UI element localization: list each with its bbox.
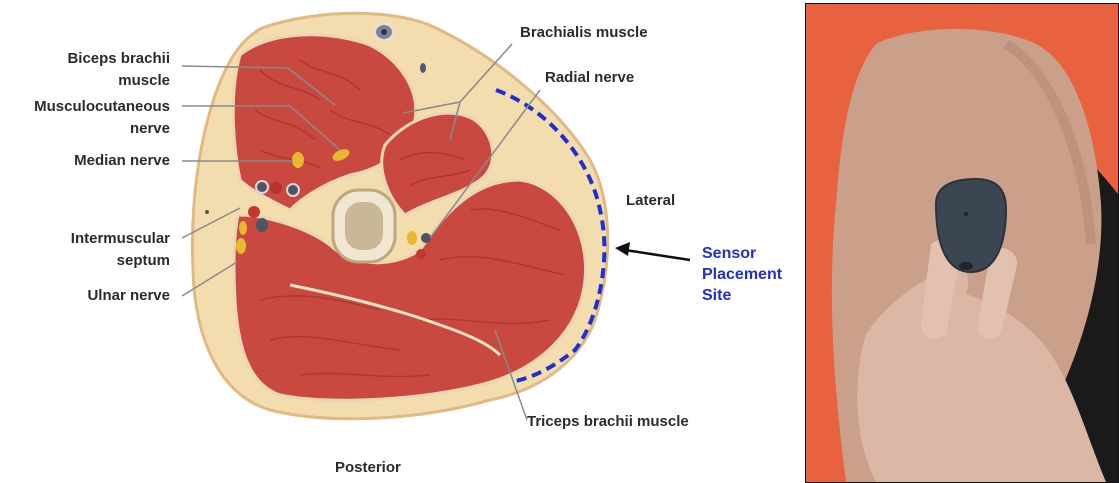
label-intermuscular: Intermuscular septum xyxy=(20,228,170,272)
label-musculocutaneous-line2: nerve xyxy=(0,118,170,140)
label-intermuscular-line2: septum xyxy=(20,250,170,272)
label-sensor-line3: Site xyxy=(702,285,782,306)
glucose-sensor-icon xyxy=(936,179,1006,272)
humerus-bone xyxy=(333,190,395,262)
label-posterior: Posterior xyxy=(335,457,401,479)
label-lateral: Lateral xyxy=(626,190,675,212)
label-biceps-line2: muscle xyxy=(40,70,170,92)
sensor-photo-svg xyxy=(806,4,1118,482)
label-sensor-line2: Placement xyxy=(702,264,782,285)
label-radial-nerve: Radial nerve xyxy=(545,67,634,89)
label-biceps: Biceps brachii muscle xyxy=(40,48,170,92)
sensor-photo xyxy=(805,3,1119,483)
arrow-left-icon xyxy=(625,250,690,260)
label-median-nerve: Median nerve xyxy=(20,150,170,172)
label-musculocutaneous: Musculocutaneous nerve xyxy=(0,96,170,140)
label-intermuscular-line1: Intermuscular xyxy=(20,228,170,250)
label-brachialis: Brachialis muscle xyxy=(520,22,648,44)
arrow-head xyxy=(615,242,630,256)
label-triceps: Triceps brachii muscle xyxy=(527,411,689,433)
label-sensor-line1: Sensor xyxy=(702,243,782,264)
label-ulnar-nerve: Ulnar nerve xyxy=(20,285,170,307)
arm-cross-section-diagram: Biceps brachii muscle Musculocutaneous n… xyxy=(0,0,800,483)
label-biceps-line1: Biceps brachii xyxy=(40,48,170,70)
label-musculocutaneous-line1: Musculocutaneous xyxy=(0,96,170,118)
label-sensor-site: Sensor Placement Site xyxy=(702,243,782,306)
